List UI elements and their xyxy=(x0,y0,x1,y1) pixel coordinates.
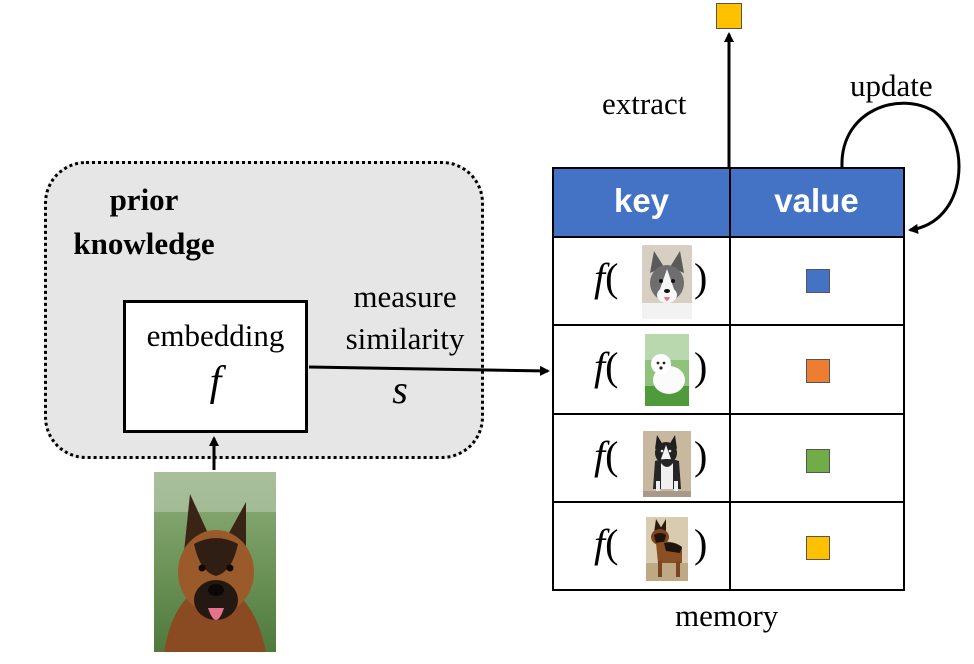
memory-table: key value f( ) f( xyxy=(552,167,905,591)
key-close-paren: ) xyxy=(694,521,708,566)
key-close-paren: ) xyxy=(694,255,708,300)
german-shepherd-thumbnail xyxy=(646,517,688,581)
value-swatch-orange xyxy=(806,359,830,383)
row-divider xyxy=(554,324,903,326)
update-loop-arrow xyxy=(840,101,961,234)
similarity-arrow xyxy=(308,365,550,376)
value-swatch-yellow xyxy=(806,536,830,560)
prior-label-line1: prior xyxy=(109,182,179,217)
key-close-paren: ) xyxy=(694,344,708,389)
measure-similarity-label: measure similarity xyxy=(330,276,480,360)
key-function-label: f( xyxy=(594,521,619,566)
column-divider xyxy=(729,169,731,589)
memory-label: memory xyxy=(675,598,779,633)
key-close-paren: ) xyxy=(694,433,708,478)
embedding-box xyxy=(123,300,308,433)
update-label: update xyxy=(850,68,933,103)
value-swatch-green xyxy=(806,449,830,473)
value-swatch-blue xyxy=(806,269,830,293)
husky-thumbnail xyxy=(643,431,691,497)
measure-label-line1: measure xyxy=(353,279,457,314)
malamute-thumbnail xyxy=(642,245,692,319)
measure-label-line2: similarity xyxy=(345,321,465,356)
key-function-label: f( xyxy=(594,344,619,389)
prior-knowledge-label: prior knowledge xyxy=(54,178,234,266)
key-function-label: f( xyxy=(594,255,619,300)
extract-label: extract xyxy=(602,86,687,121)
embedding-label: embedding xyxy=(146,318,285,353)
query-dog-image xyxy=(154,472,276,652)
memory-table-header: key value xyxy=(554,169,903,238)
samoyed-thumbnail xyxy=(645,334,689,406)
key-column-header: key xyxy=(613,182,670,219)
prior-label-line2: knowledge xyxy=(73,226,215,261)
row-divider xyxy=(554,413,903,415)
memory-row-key: f( ) xyxy=(554,326,729,414)
memory-row-key: f( ) xyxy=(554,415,729,503)
embedding-function-symbol: f xyxy=(209,359,222,405)
memory-row-key: f( ) xyxy=(554,503,729,591)
row-divider xyxy=(554,501,903,503)
memory-row-key: f( ) xyxy=(554,237,729,325)
value-column-header: value xyxy=(774,182,859,219)
similarity-symbol: s xyxy=(392,367,408,412)
extracted-value-square xyxy=(716,3,742,29)
key-function-label: f( xyxy=(594,433,619,478)
